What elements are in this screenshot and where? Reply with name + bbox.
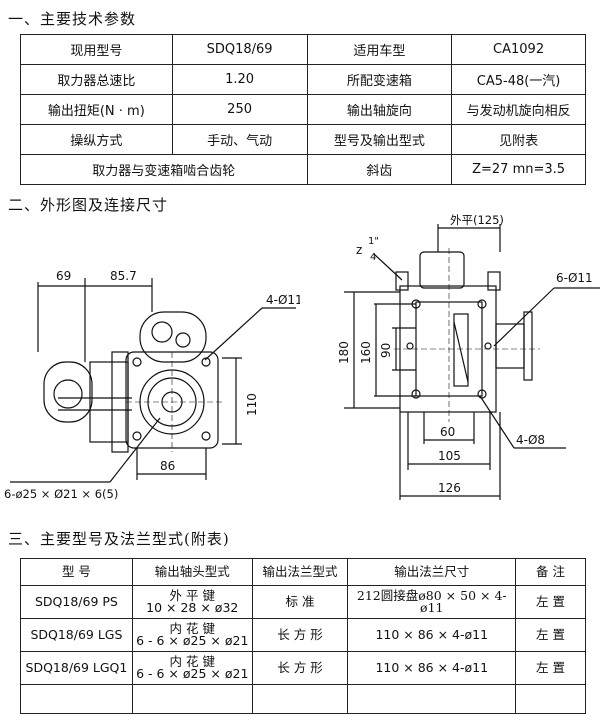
spec-value: 与发动机旋向相反: [451, 94, 586, 125]
col-note-header: 备 注: [515, 558, 586, 586]
model-cell: SDQ18/69 LGS: [20, 618, 133, 652]
note-cell: 左 置: [515, 618, 586, 652]
thread-den-label: 4: [370, 252, 376, 263]
col-model-header: 型 号: [20, 558, 133, 586]
spec-value: CA5-48(一汽): [451, 64, 586, 95]
dim-110-label: 110: [245, 393, 259, 416]
dim-160-label: 160: [359, 341, 373, 364]
spec-value: CA1092: [451, 34, 586, 65]
models-table: 型 号 输出轴头型式 输出法兰型式 输出法兰尺寸 备 注 SDQ18/69 PS…: [20, 558, 586, 714]
model-cell: SDQ18/69 LGQ1: [20, 651, 133, 685]
spec-value: Z=27 mn=3.5: [451, 154, 586, 185]
thread-num-label: 1": [368, 236, 379, 247]
empty-cell: [251, 684, 349, 714]
dim-90-label: 90: [379, 343, 393, 358]
spec-label: 取力器总速比: [20, 64, 173, 95]
spec-value: 1.20: [171, 64, 308, 95]
spec-value: 见附表: [451, 124, 586, 155]
holes-4-8-label: 4-Ø8: [516, 433, 545, 447]
empty-cell: [20, 684, 133, 714]
col-size-header: 输出法兰尺寸: [347, 558, 517, 586]
spec-label: 输出扭矩(N · m): [20, 94, 173, 125]
empty-cell: [347, 684, 517, 714]
spline-label: 6-ø25 × Ø21 × 6(5): [4, 487, 118, 501]
model-cell: SDQ18/69 PS: [20, 585, 133, 619]
col-shaft-header: 输出轴头型式: [131, 558, 253, 586]
holes-4-11-label: 4-Ø11: [266, 293, 300, 307]
spec-label: 现用型号: [20, 34, 173, 65]
holes-6-11-label: 6-Ø11: [556, 271, 593, 285]
spec-table: 现用型号 SDQ18/69 适用车型 CA1092 取力器总速比 1.20 所配…: [20, 34, 586, 185]
col-flange-header: 输出法兰型式: [251, 558, 349, 586]
thread-z-label: z: [356, 243, 362, 257]
size-cell: 110 × 86 × 4-ø11: [347, 651, 517, 685]
spec-label: 所配变速箱: [306, 64, 453, 95]
spec-value: 手动、气动: [171, 124, 308, 155]
spec-value: SDQ18/69: [171, 34, 308, 65]
flange-cell: 标 准: [251, 585, 349, 619]
dim-86-label: 86: [160, 459, 175, 473]
spec-label: 适用车型: [306, 34, 453, 65]
empty-cell: [131, 684, 253, 714]
flange-cell: 长 方 形: [251, 618, 349, 652]
dim-60-label: 60: [440, 425, 455, 439]
table-row-empty: [20, 684, 586, 714]
note-cell: 左 置: [515, 651, 586, 685]
dim-126-label: 126: [438, 481, 461, 495]
dim-69-label: 69: [56, 269, 71, 283]
empty-cell: [515, 684, 586, 714]
outer-key-label: 外平(125): [450, 213, 504, 227]
spec-row: 取力器与变速箱啮合齿轮 斜齿 Z=27 mn=3.5: [20, 154, 586, 185]
size-cell: 110 × 86 × 4-ø11: [347, 618, 517, 652]
spec-label: 操纵方式: [20, 124, 173, 155]
spec-row: 现用型号 SDQ18/69 适用车型 CA1092: [20, 34, 586, 65]
left-view-drawing: 69 85.7 4-Ø11 110 86 6-ø25 × Ø21 × 6(5): [4, 269, 300, 501]
models-header-row: 型 号 输出轴头型式 输出法兰型式 输出法兰尺寸 备 注: [20, 558, 586, 586]
spec-row: 输出扭矩(N · m) 250 输出轴旋向 与发动机旋向相反: [20, 94, 586, 125]
section-1-heading: 一、主要技术参数: [8, 10, 137, 28]
spec-label: 型号及输出型式: [306, 124, 453, 155]
section-2-heading: 二、外形图及连接尺寸: [8, 196, 169, 214]
spec-value: 斜齿: [306, 154, 453, 185]
dim-105-label: 105: [438, 449, 461, 463]
note-cell: 左 置: [515, 585, 586, 619]
flange-cell: 长 方 形: [251, 651, 349, 685]
section-3-heading: 三、主要型号及法兰型式(附表): [8, 530, 230, 548]
right-view-drawing: z 1" 4 外平(125) 6-Ø11 180 160 90 60 4-Ø8 …: [337, 213, 600, 500]
size-cell: 212圆接盘ø80 × 50 × 4-ø11: [347, 585, 517, 619]
spec-row: 取力器总速比 1.20 所配变速箱 CA5-48(一汽): [20, 64, 586, 95]
dim-85-7-label: 85.7: [110, 269, 137, 283]
spec-label: 取力器与变速箱啮合齿轮: [20, 154, 308, 185]
dim-180-label: 180: [337, 341, 351, 364]
spec-value: 250: [171, 94, 308, 125]
spec-label: 输出轴旋向: [306, 94, 453, 125]
spec-row: 操纵方式 手动、气动 型号及输出型式 见附表: [20, 124, 586, 155]
